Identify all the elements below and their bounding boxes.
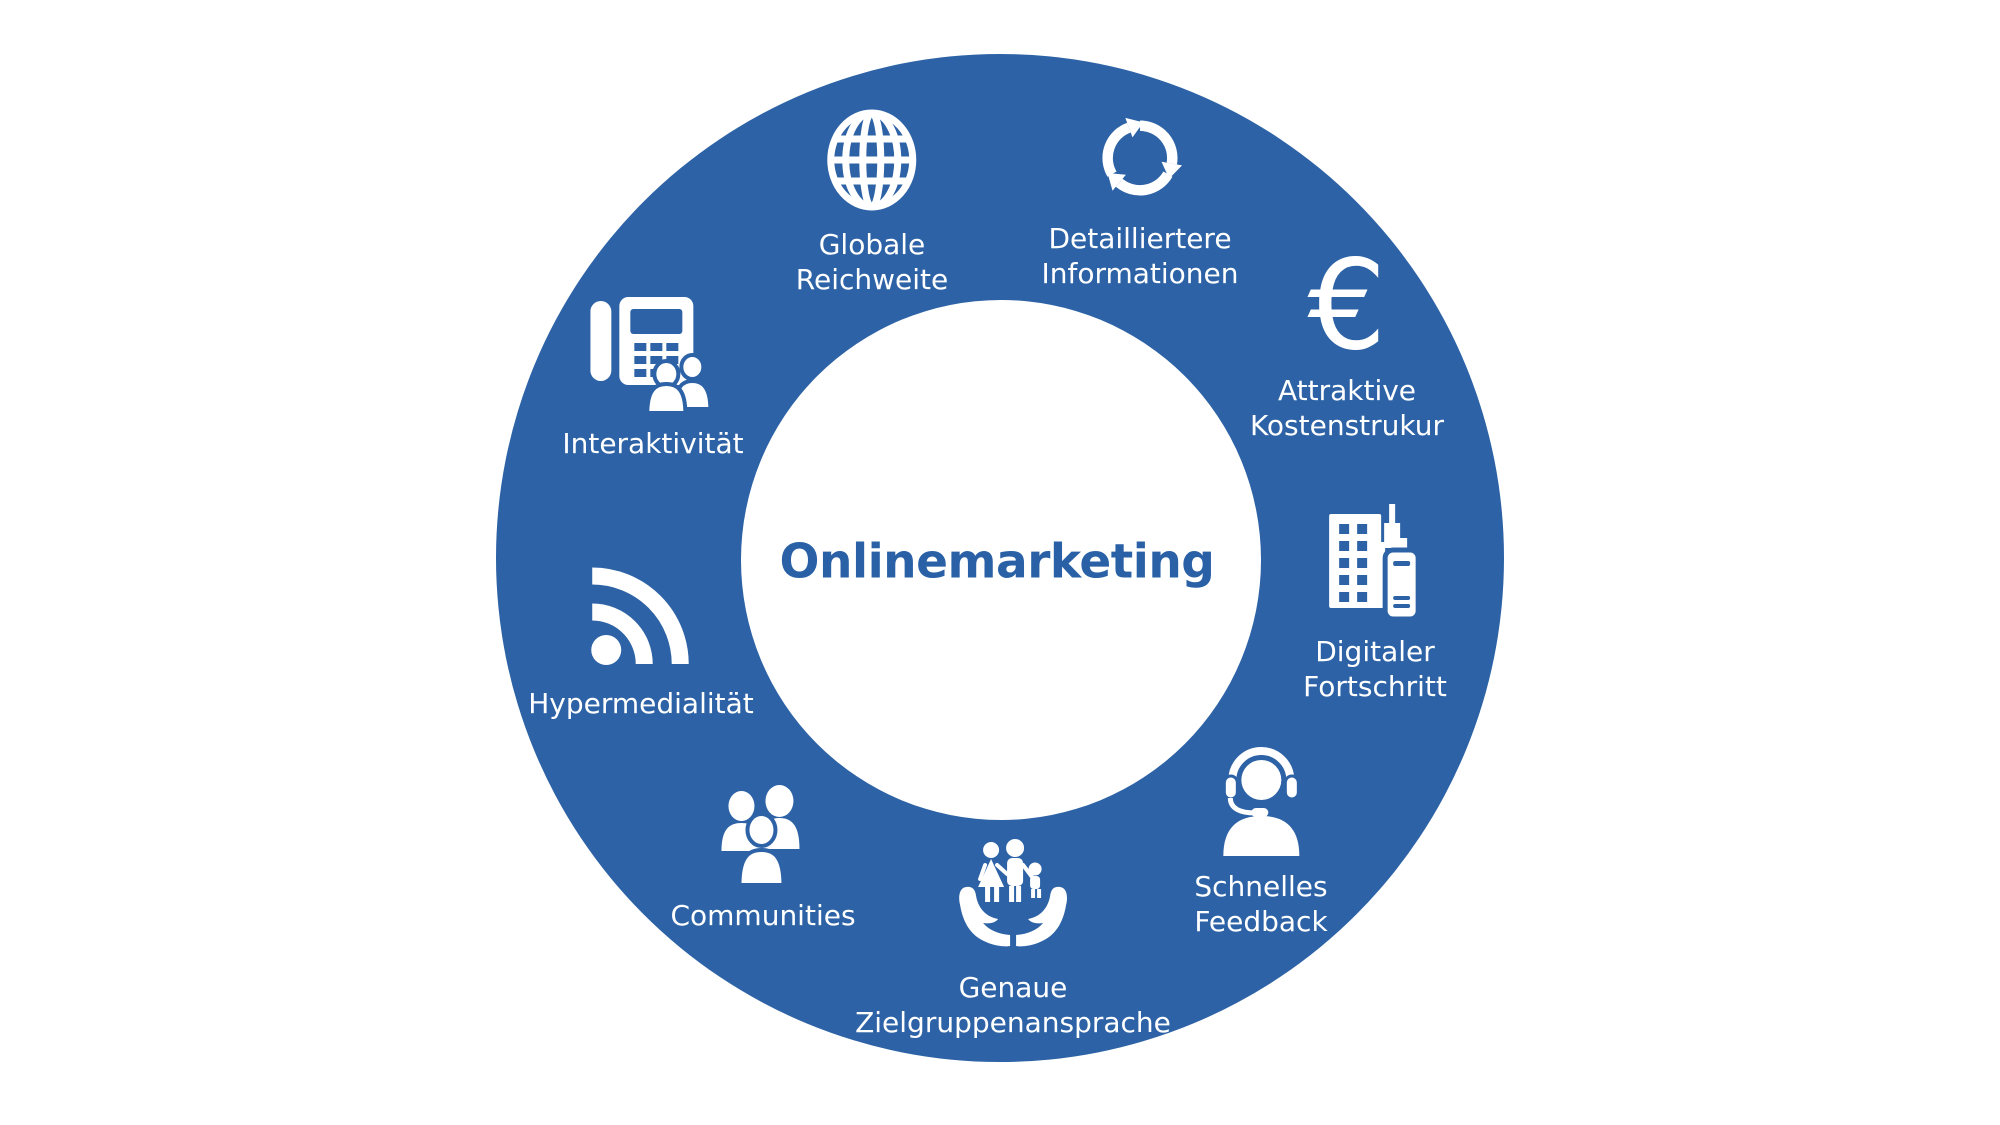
- benefit-communities: Communities: [670, 779, 856, 933]
- benefit-label: Detailliertere Informationen: [1041, 221, 1238, 291]
- benefit-label: Digitaler Fortschritt: [1303, 634, 1447, 704]
- benefit-genaue-zielgruppenansprache: Genaue Zielgruppenansprache: [855, 839, 1171, 1040]
- hands-family-icon: [953, 839, 1073, 957]
- benefit-label: Interaktivität: [562, 426, 743, 461]
- headset-person-icon: [1211, 746, 1311, 856]
- benefit-digitaler-fortschritt: Digitaler Fortschritt: [1303, 496, 1447, 704]
- people-group-icon: [715, 779, 811, 885]
- label-line: Interaktivität: [562, 427, 744, 460]
- benefit-label: Communities: [670, 898, 855, 933]
- label-line: Detailliertere: [1048, 222, 1232, 255]
- euro-glyph: €: [1307, 234, 1387, 378]
- label-line: Globale: [818, 228, 926, 261]
- benefit-interaktivitaet: Interaktivität: [562, 297, 744, 461]
- label-line: Fortschritt: [1303, 670, 1447, 703]
- rss-icon: [583, 557, 699, 673]
- benefit-globale-reichweite: Globale Reichweite: [796, 106, 948, 297]
- label-line: Digitaler: [1315, 635, 1435, 668]
- office-phone-people-icon: [589, 297, 716, 413]
- benefit-detailliertere-informationen: Detailliertere Informationen: [1041, 108, 1239, 291]
- benefit-hypermedialitaet: Hypermedialität: [528, 557, 754, 721]
- refresh-arrows-icon: [1093, 108, 1188, 208]
- benefit-label: Genaue Zielgruppenansprache: [855, 970, 1171, 1040]
- label-line: Reichweite: [795, 263, 949, 296]
- label-line: Feedback: [1194, 905, 1328, 938]
- label-line: Informationen: [1041, 257, 1239, 290]
- benefit-label: Attraktive Kostenstrukur: [1250, 373, 1444, 443]
- label-line: Attraktive: [1277, 374, 1417, 407]
- diagram-title: Onlinemarketing: [779, 534, 1215, 590]
- label-line: Communities: [670, 899, 856, 932]
- benefit-attraktive-kostenstrukur: € Attraktive Kostenstrukur: [1250, 234, 1444, 443]
- city-buildings-icon: [1328, 496, 1423, 621]
- euro-currency-icon: €: [1307, 234, 1387, 378]
- label-line: Kostenstrukur: [1249, 409, 1445, 442]
- benefit-label: Globale Reichweite: [796, 227, 948, 297]
- donut-center: [741, 300, 1261, 820]
- label-line: Schnelles: [1194, 870, 1328, 903]
- label-line: Zielgruppenansprache: [855, 1006, 1171, 1039]
- benefit-schnelles-feedback: Schnelles Feedback: [1194, 746, 1328, 939]
- benefit-label: Schnelles Feedback: [1194, 869, 1327, 939]
- globe-icon: [823, 106, 921, 214]
- label-line: Hypermedialität: [528, 687, 754, 720]
- benefit-label: Hypermedialität: [528, 686, 754, 721]
- label-line: Genaue: [958, 971, 1068, 1004]
